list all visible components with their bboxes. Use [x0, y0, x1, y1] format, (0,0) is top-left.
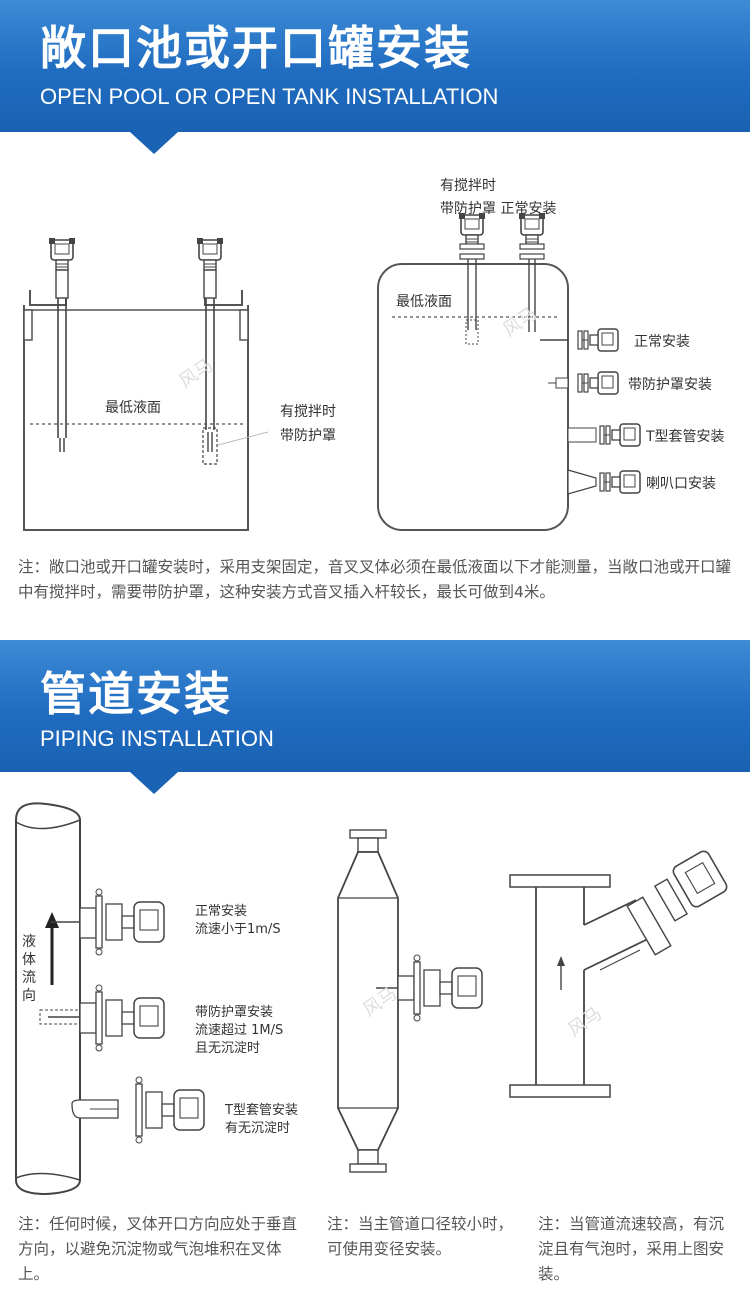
flow-label-1: 液	[22, 934, 36, 950]
flow-label-4: 向	[22, 988, 36, 1004]
pipe-label-guard-2: 流速超过 1M/S	[195, 1023, 283, 1038]
section1-banner: 敞口池或开口罐安装 OPEN POOL OR OPEN TANK INSTALL…	[0, 0, 750, 154]
pool-agitator-line2: 带防护罩	[280, 428, 336, 444]
banner-notch-2	[130, 772, 178, 794]
pipe-label-normal-1: 正常安装	[195, 904, 247, 919]
section1-subtitle: OPEN POOL OR OPEN TANK INSTALLATION	[40, 84, 499, 109]
tank-top-label-line2: 带防护罩 正常安装	[440, 201, 556, 217]
section1-note: 注：敞口池或开口罐安装时，采用支架固定，音叉叉体必须在最低液面以下才能测量，当敞…	[18, 558, 732, 601]
flow-label-3: 流	[22, 970, 36, 986]
reducer-diagram	[337, 829, 483, 1173]
watermark-1: 风马	[175, 355, 217, 393]
section2-note-left: 注：任何时候，叉体开口方向应处于垂直方向，以避免沉淀物或气泡堆积在叉体上。	[18, 1215, 298, 1283]
tank-side-label-2: 带防护罩安装	[628, 377, 712, 393]
watermark-4: 风马	[564, 1003, 606, 1041]
open-tank-diagram: 有搅拌时 带防护罩 正常安装 最低液面 正常安装 带防护罩安装 T型套管安装 喇…	[377, 178, 725, 531]
section1-title: 敞口池或开口罐安装	[40, 21, 472, 75]
piping-diagrams: 液 体 流 向 正常安装 流速小于1m/S 带防护罩安装 流速超过 1M/S 且…	[15, 802, 728, 1196]
banner-notch	[130, 132, 178, 154]
section2-title: 管道安装	[40, 667, 232, 721]
section2-note-right: 注：当管道流速较高，有沉淀且有气泡时，采用上图安装。	[538, 1215, 725, 1283]
pool-min-level: 最低液面	[105, 400, 161, 416]
pipe-label-tee-2: 有无沉淀时	[225, 1121, 290, 1136]
tank-side-label-1: 正常安装	[634, 334, 690, 350]
flow-label-2: 体	[22, 952, 36, 968]
section2-subtitle: PIPING INSTALLATION	[40, 726, 274, 751]
tank-top-label-line1: 有搅拌时	[440, 178, 496, 194]
tank-min-level: 最低液面	[396, 294, 452, 310]
tank-side-label-4: 喇叭口安装	[646, 476, 716, 492]
tank-side-label-3: T型套管安装	[645, 429, 725, 445]
section2-note-mid: 注：当主管道口径较小时，可使用变径安装。	[327, 1215, 514, 1258]
pool-agitator-line1: 有搅拌时	[280, 404, 336, 420]
pipe-label-tee-1: T型套管安装	[224, 1102, 298, 1118]
y-pipe-diagram	[509, 850, 728, 1098]
section2-banner: 管道安装 PIPING INSTALLATION	[0, 640, 750, 794]
pipe-label-guard-3: 且无沉淀时	[195, 1041, 260, 1056]
pipe-label-normal-2: 流速小于1m/S	[195, 922, 281, 937]
open-tank-diagrams: 最低液面 有搅拌时 带防护罩 有搅拌时 带防护罩 正常安装 最低液面 正	[23, 178, 725, 531]
vertical-pipe-diagram: 液 体 流 向 正常安装 流速小于1m/S 带防护罩安装 流速超过 1M/S 且…	[15, 802, 298, 1196]
open-pool-diagram: 最低液面 有搅拌时 带防护罩	[23, 237, 336, 531]
pipe-label-guard-1: 带防护罩安装	[195, 1004, 273, 1020]
